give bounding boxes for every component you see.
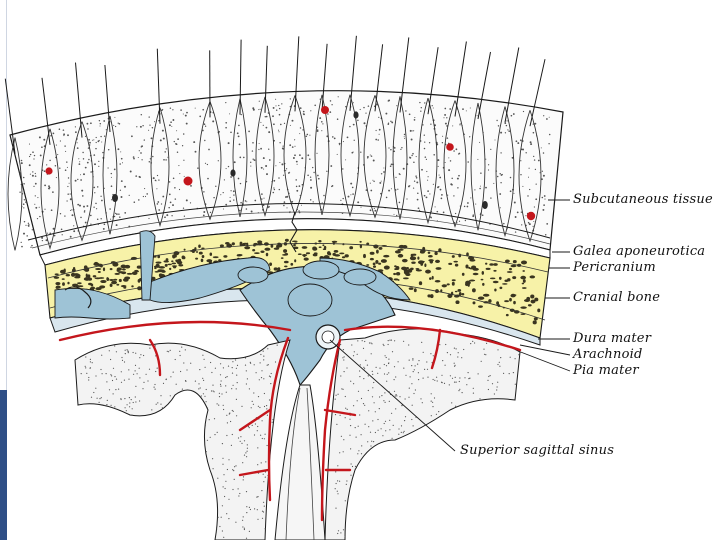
label-subcutaneous-tissue: Subcutaneous tissue	[573, 192, 713, 207]
label-cranial-bone: Cranial bone	[573, 290, 661, 305]
edge-strip-blue	[0, 390, 7, 540]
leader-lines	[329, 199, 571, 452]
label-pia-mater: Pia mater	[573, 363, 639, 378]
dura-and-sinus	[49, 230, 541, 387]
label-pericranium: Pericranium	[573, 260, 656, 275]
falx-cerebri	[274, 384, 326, 540]
subcutaneous-vessels	[45, 106, 536, 221]
subcutaneous-layer	[4, 35, 564, 256]
label-galea-aponeurotica: Galea aponeurotica	[573, 244, 706, 259]
label-superior-sagittal-sinus: Superior sagittal sinus	[460, 443, 615, 458]
label-dura-mater: Dura mater	[573, 331, 652, 346]
label-arachnoid: Arachnoid	[573, 347, 643, 362]
subcutaneous-dark-dots	[112, 111, 488, 209]
cortical-vessels	[58, 320, 522, 522]
edge-strip-light	[0, 0, 7, 390]
slide-edge-strip	[0, 0, 7, 540]
